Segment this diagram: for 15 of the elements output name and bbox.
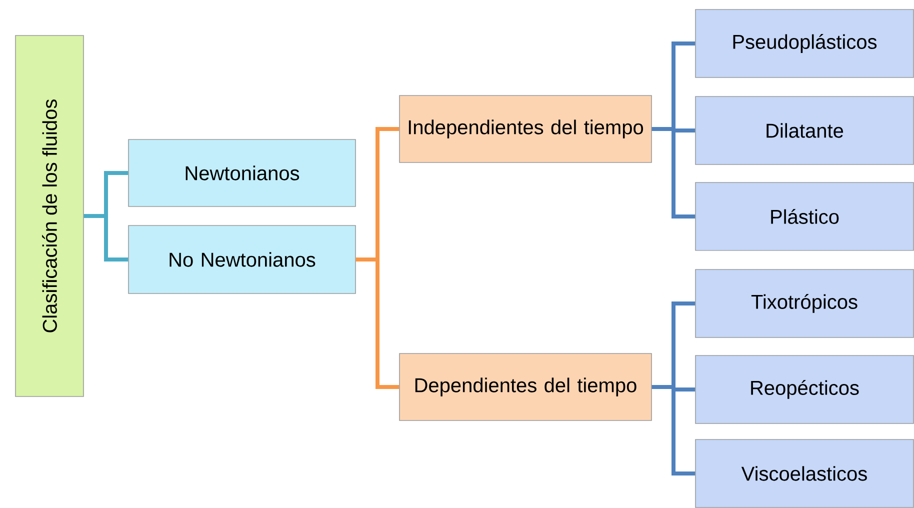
connector [652,127,696,218]
category-box: Plástico [695,182,914,251]
connector [84,214,128,262]
category-box: No Newtonianos [128,225,356,294]
category-box: Tixotrópicos [695,269,914,338]
category-box: Independientes del tiempo [399,95,652,163]
category-box: Clasificación de los fluidos [15,35,84,397]
category-box: Reopécticos [695,355,914,424]
category-box: Dependientes del tiempo [399,353,652,421]
category-box: Pseudoplásticos [695,9,914,78]
connector [356,258,400,389]
category-box: Dilatante [695,96,914,165]
category-box: Viscoelasticos [695,439,914,508]
connector [652,385,696,476]
category-box: Newtonianos [128,139,356,207]
